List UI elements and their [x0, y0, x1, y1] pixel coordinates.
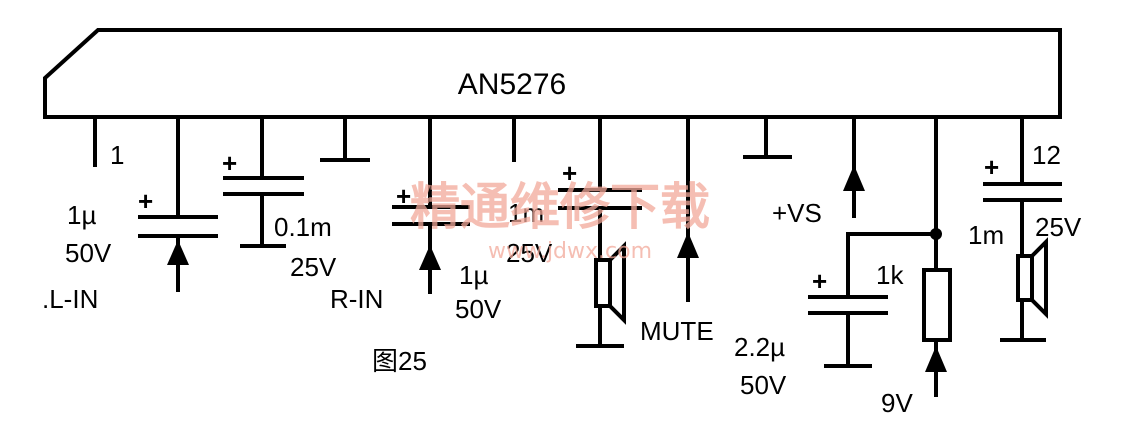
c-left-in-value: 1µ [67, 200, 96, 230]
nine-volt-arrow-icon [925, 346, 947, 372]
c-mute-voltage: 50V [740, 370, 787, 400]
left-input-arrow-icon [167, 240, 189, 265]
mute-label: MUTE [640, 316, 714, 346]
nine-volt-label: 9V [881, 388, 913, 418]
svg-text:+: + [396, 181, 411, 211]
left-output-capacitor: + [558, 115, 642, 262]
left-in-label: .L-IN [42, 284, 98, 314]
left-input-capacitor: + [138, 115, 218, 292]
c-output-right-voltage: 25V [1035, 212, 1082, 242]
right-output-capacitor: + [983, 115, 1062, 258]
vs-label: +VS [772, 198, 822, 228]
chip-body [43, 28, 1062, 119]
watermark-url: www.jdwx.com [488, 239, 652, 264]
mute-arrow-icon [677, 232, 699, 258]
c-output-right-value: 1m [968, 220, 1004, 250]
right-speaker-icon [1000, 237, 1048, 342]
resistor-1k [922, 268, 952, 397]
svg-text:+: + [812, 266, 827, 296]
bypass-capacitor: + [222, 115, 304, 248]
chip-name: AN5276 [458, 68, 566, 101]
c-bypass-voltage: 25V [290, 252, 337, 282]
right-input-capacitor: + [392, 115, 470, 294]
pin-1-label: 1 [110, 140, 124, 170]
right-input-arrow-icon [419, 245, 441, 270]
figure-label: 图25 [372, 346, 427, 376]
svg-text:+: + [562, 158, 577, 188]
right-in-label: R-IN [330, 284, 383, 314]
resistor-value: 1k [876, 260, 904, 290]
vs-arrow-icon [843, 165, 865, 191]
c-output-left-voltage: 25V [506, 238, 553, 268]
svg-text:+: + [984, 152, 999, 182]
svg-text:+: + [138, 186, 153, 216]
watermark-main: 精通维修下载 [410, 178, 710, 236]
svg-text:+: + [222, 148, 237, 178]
c-mute-value: 2.2µ [734, 332, 785, 362]
left-speaker-icon [576, 241, 626, 348]
c-right-in-value: 1µ [459, 260, 488, 290]
c-bypass-value: 0.1m [274, 212, 332, 242]
mute-capacitor: + [808, 232, 888, 368]
c-output-left-value: 1m [508, 198, 544, 228]
c-left-in-voltage: 50V [65, 238, 112, 268]
c-right-in-voltage: 50V [455, 294, 502, 324]
pin-12-label: 12 [1032, 140, 1061, 170]
